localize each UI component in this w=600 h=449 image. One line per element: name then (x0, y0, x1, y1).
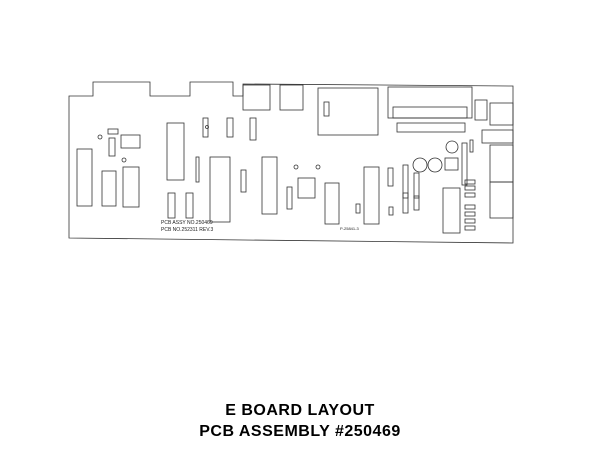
caption-subtitle: PCB ASSEMBLY #250469 (199, 423, 401, 440)
pcb-label: PCB NO.252311 REV.3 (161, 227, 213, 233)
modules (97, 84, 514, 234)
assy-label: PCB ASSY NO.250469 (161, 220, 213, 226)
part-code: P-25841-3 (340, 226, 359, 231)
board-outline (68, 81, 514, 244)
caption-title: E BOARD LAYOUT (225, 402, 375, 419)
integrated-circuits (76, 117, 420, 225)
board-labels: PCB ASSY NO.250469 PCB NO.252311 REV.3 P… (161, 220, 359, 233)
